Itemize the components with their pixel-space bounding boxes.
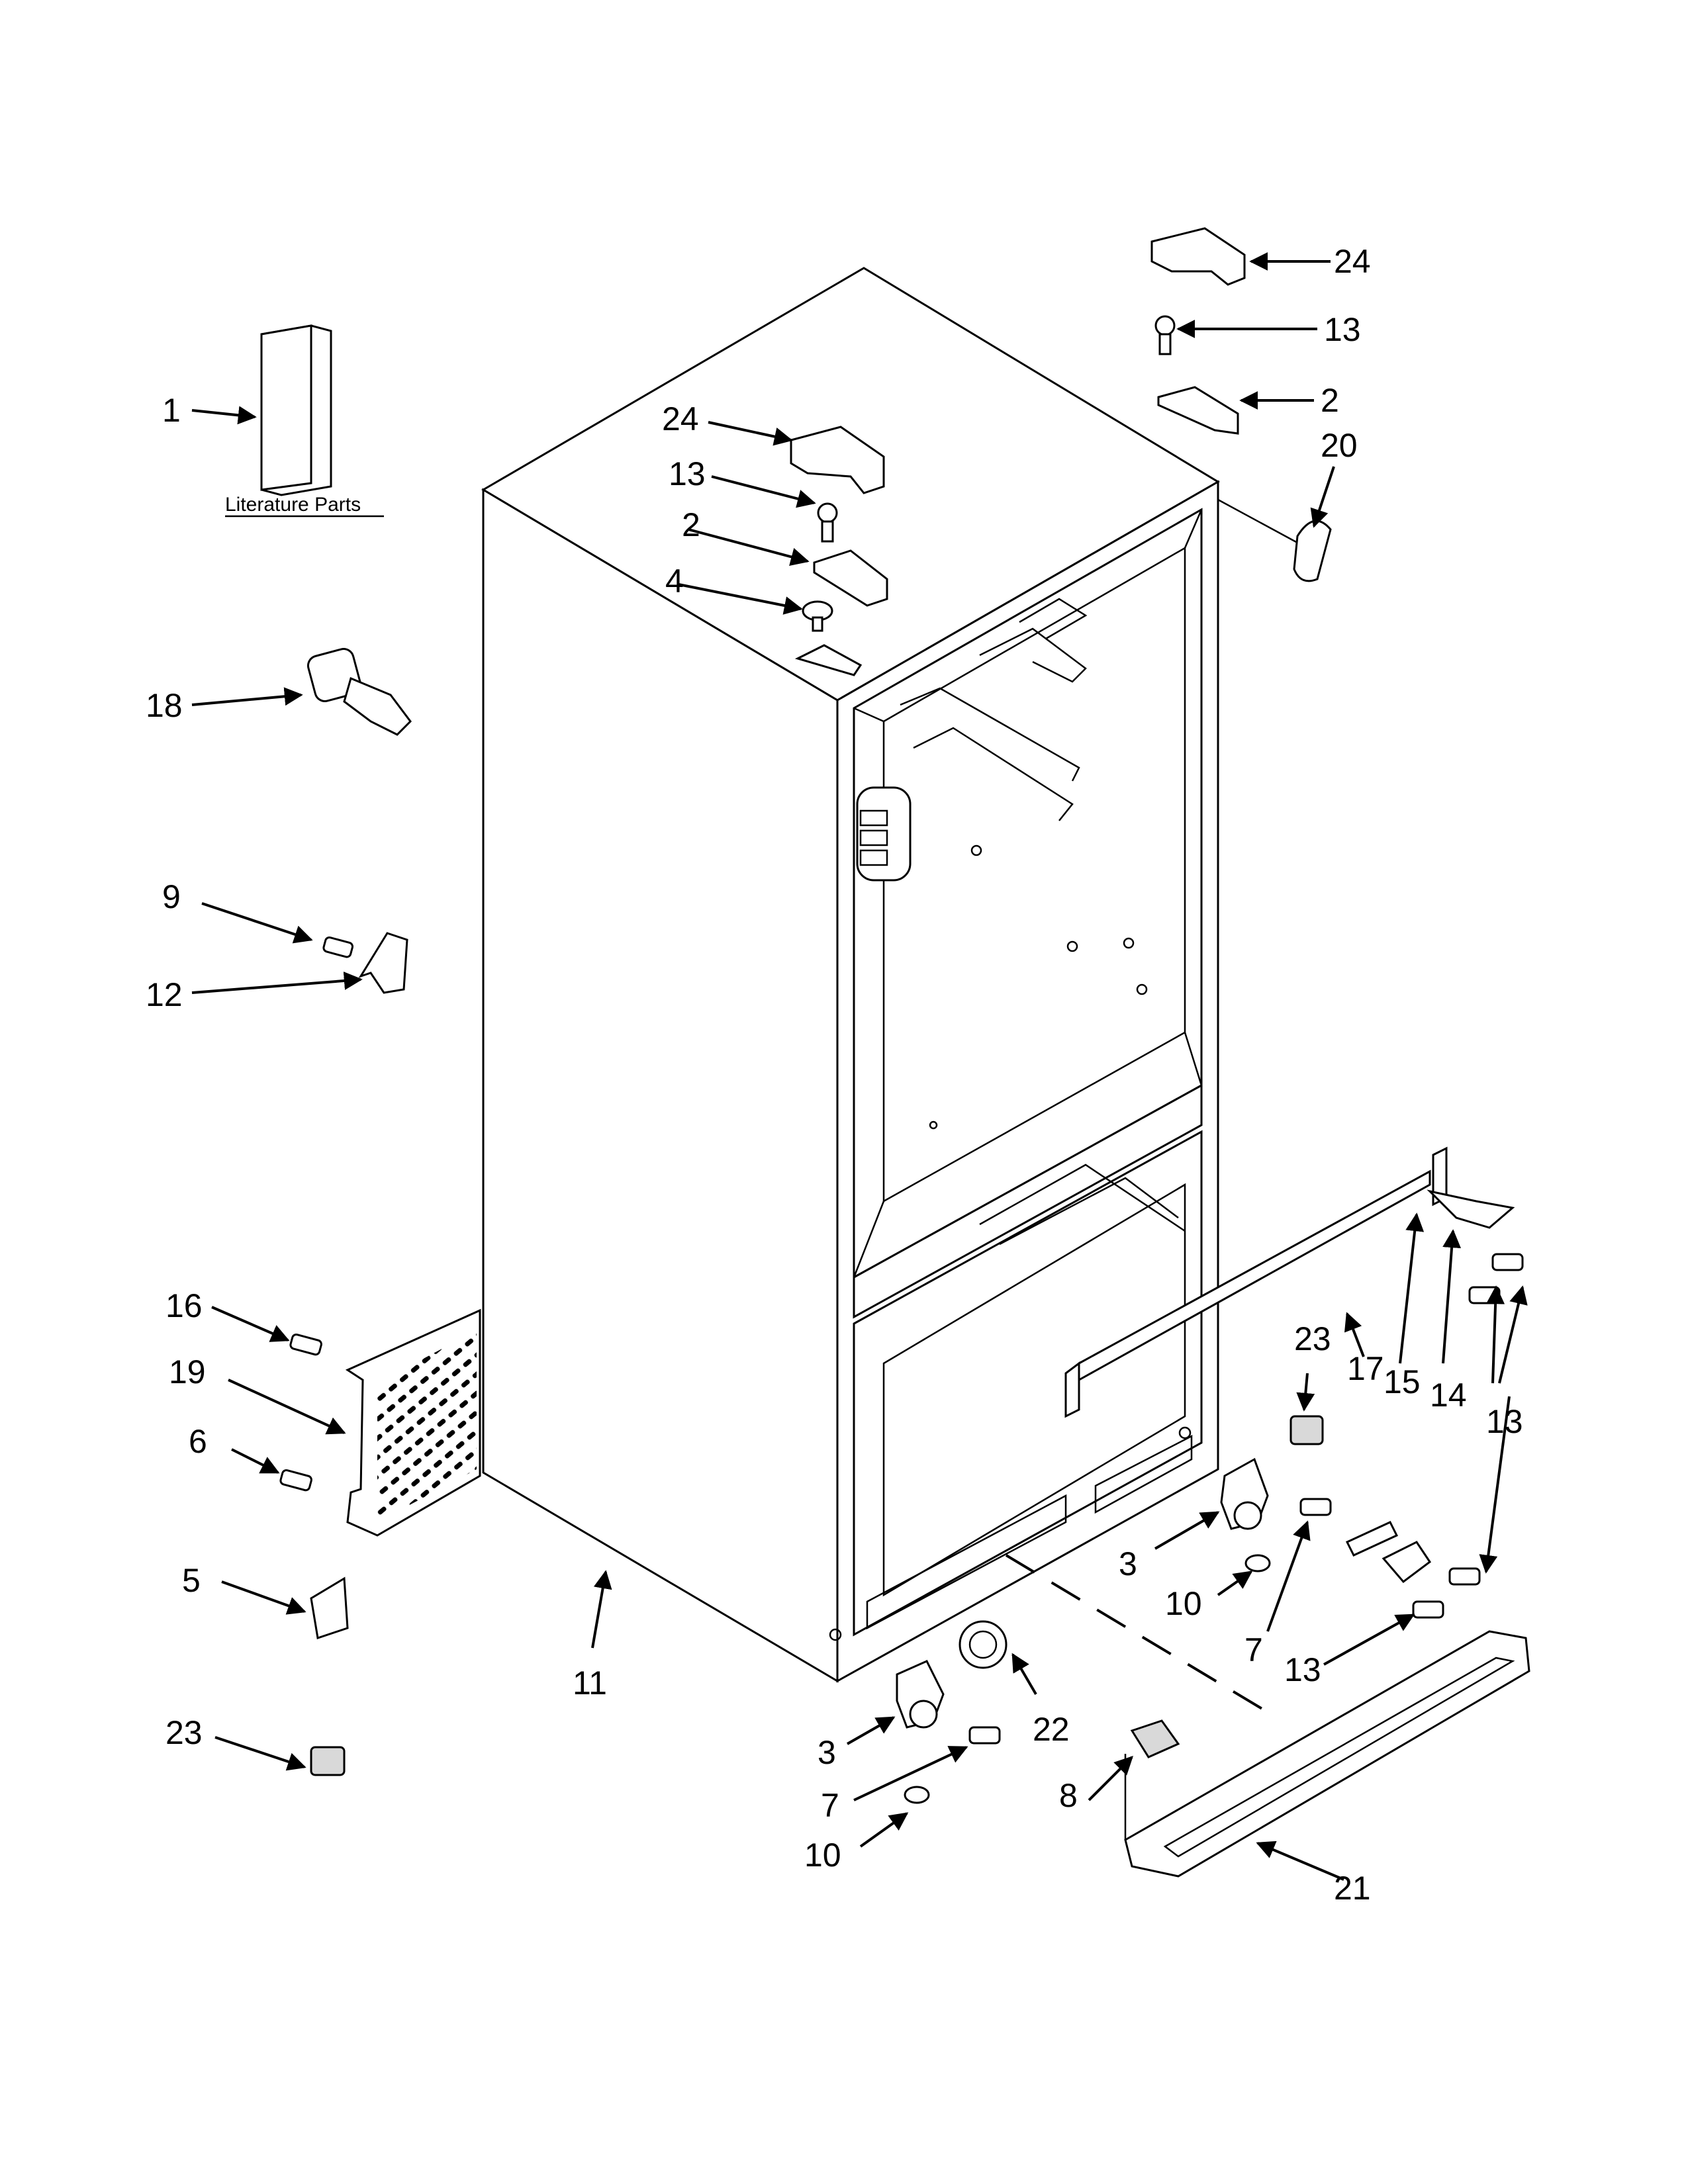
screw-13-r1 xyxy=(1491,1253,1524,1271)
roller-assembly-left xyxy=(896,1660,945,1729)
bracket-14-low xyxy=(1382,1541,1432,1584)
callout-24: 24 xyxy=(662,400,699,437)
roller-assembly-right xyxy=(1220,1457,1269,1530)
hinge-screw-top-right xyxy=(1154,315,1176,355)
toe-grille xyxy=(1124,1630,1530,1878)
callout-3: 3 xyxy=(818,1734,836,1771)
freezer-compartment xyxy=(853,1130,1203,1637)
hinge-cover-top-left xyxy=(790,426,885,494)
callout-21: 21 xyxy=(1334,1870,1371,1907)
hinge-bracket-top-right xyxy=(1157,386,1239,435)
callout-13: 13 xyxy=(1324,311,1361,348)
hinge-bracket-top-left xyxy=(813,549,888,607)
hinge-cover-top-right xyxy=(1150,227,1246,286)
leveler-10-right xyxy=(1244,1554,1271,1572)
callout-2: 2 xyxy=(1321,382,1339,419)
bracket-15-low xyxy=(1345,1521,1399,1557)
callout-13: 13 xyxy=(669,455,706,492)
bracket-15-top xyxy=(1427,1189,1515,1229)
clip-8 xyxy=(1130,1719,1180,1758)
control-housing xyxy=(856,786,912,882)
callout-2: 2 xyxy=(682,506,700,543)
literature-parts-book xyxy=(225,324,384,518)
callout-20: 20 xyxy=(1321,427,1358,464)
screw-9 xyxy=(322,936,353,958)
callout-19: 19 xyxy=(169,1353,206,1390)
clip-5 xyxy=(310,1576,349,1639)
screw-7-left xyxy=(968,1726,1001,1745)
callout-5: 5 xyxy=(182,1562,201,1599)
cabinet xyxy=(481,267,1220,1683)
callout-18: 18 xyxy=(146,687,183,724)
foot-22 xyxy=(959,1620,1008,1669)
callout-7: 7 xyxy=(821,1787,839,1824)
callout-23: 23 xyxy=(165,1714,203,1751)
hinge-screw-top-left xyxy=(817,502,838,543)
screw-6 xyxy=(279,1469,312,1492)
toe-grille-rail xyxy=(1064,1146,1448,1418)
hinge-pin-cover xyxy=(1293,520,1332,582)
callout-6: 6 xyxy=(189,1423,207,1460)
leader-lines xyxy=(191,252,1528,1881)
screw-16 xyxy=(289,1334,322,1356)
callout-23: 23 xyxy=(1294,1320,1331,1357)
callout-22: 22 xyxy=(1033,1711,1070,1748)
callouts: 24 13 2 20 1 24 13 2 4 18 9 12 16 19 6 5… xyxy=(146,243,1523,1907)
callout-11: 11 xyxy=(573,1664,607,1702)
callout-15: 15 xyxy=(1383,1363,1421,1400)
mullion xyxy=(853,1083,1203,1319)
callout-3: 3 xyxy=(1119,1545,1137,1582)
pad-23-left xyxy=(310,1746,346,1776)
screw-13-r4 xyxy=(1412,1600,1444,1619)
cabinet-left-side xyxy=(482,488,839,1683)
callout-1: 1 xyxy=(162,392,181,429)
callout-17: 17 xyxy=(1347,1350,1384,1387)
shelf-rails xyxy=(900,598,1088,821)
access-cover xyxy=(345,1308,481,1537)
callout-16: 16 xyxy=(165,1287,203,1324)
callout-7: 7 xyxy=(1244,1631,1263,1668)
callout-13: 13 xyxy=(1284,1651,1321,1688)
literature-parts-label: Literature Parts xyxy=(225,494,361,516)
callout-10: 10 xyxy=(804,1837,841,1874)
screw-13-r3 xyxy=(1448,1567,1481,1586)
callout-12: 12 xyxy=(146,976,183,1013)
callout-13: 13 xyxy=(1486,1403,1523,1440)
pad-23-right xyxy=(1289,1415,1324,1445)
callout-24: 24 xyxy=(1334,243,1371,280)
callout-8: 8 xyxy=(1059,1777,1078,1814)
wire-clip xyxy=(358,932,408,994)
leveler-10-left xyxy=(904,1786,930,1804)
screw-7-right xyxy=(1299,1498,1332,1516)
hole-plug xyxy=(802,600,833,632)
callout-10: 10 xyxy=(1165,1585,1202,1622)
leveling-leg xyxy=(307,648,412,736)
callout-14: 14 xyxy=(1430,1377,1467,1414)
callout-4: 4 xyxy=(665,563,684,600)
callout-9: 9 xyxy=(162,878,181,915)
